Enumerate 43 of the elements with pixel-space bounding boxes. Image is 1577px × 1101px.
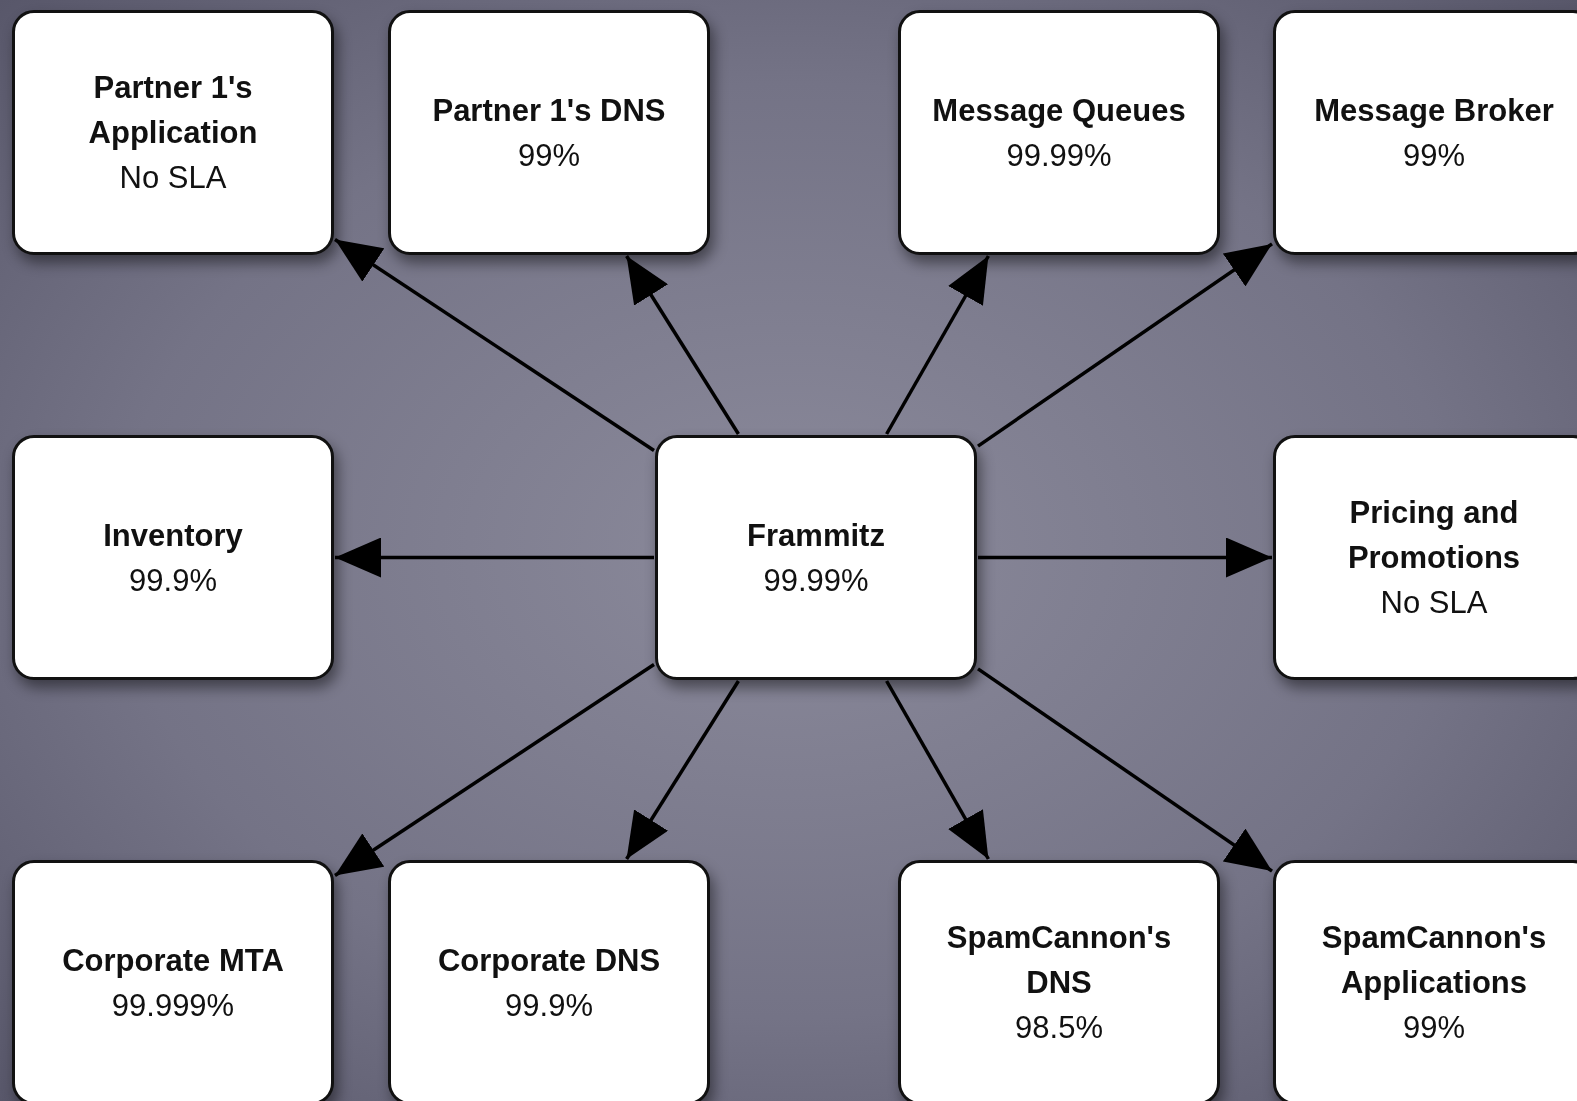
arrow <box>885 680 990 860</box>
sla-value: 99% <box>1402 136 1465 175</box>
arrow <box>334 238 655 452</box>
service-name: Corporate DNS <box>437 941 661 980</box>
service-box <box>1273 10 1577 255</box>
service-name: Partner 1's Application <box>87 69 259 152</box>
sla-value: 99.99% <box>1006 136 1112 175</box>
service-box <box>898 860 1220 1101</box>
arrow <box>335 537 654 578</box>
service-name: SpamCannon's DNS <box>945 919 1173 1002</box>
arrow <box>977 667 1273 873</box>
service-box <box>12 435 334 680</box>
service-box <box>1273 860 1577 1101</box>
service-name: Inventory <box>103 516 243 555</box>
arrow <box>978 537 1272 578</box>
sla-value: 99% <box>1402 1009 1465 1047</box>
sla-value: 99.9% <box>505 986 593 1025</box>
service-name: Pricing and Promotions <box>1346 494 1522 577</box>
arrow <box>334 663 655 877</box>
sla-value: 98.5% <box>1015 1009 1103 1047</box>
service-box <box>1273 435 1577 680</box>
sla-value: No SLA <box>119 159 227 197</box>
service-name: SpamCannon's Applications <box>1320 919 1548 1002</box>
service-name: Partner 1's DNS <box>432 91 666 130</box>
arrow <box>977 242 1273 448</box>
sla-value: 99% <box>517 136 580 175</box>
sla-value: No SLA <box>1380 584 1488 622</box>
service-name: Message Broker <box>1314 91 1554 130</box>
service-name: Frammitz <box>747 516 885 555</box>
sla-value: 99.999% <box>111 986 235 1025</box>
service-box <box>388 860 710 1101</box>
service-name: Corporate MTA <box>62 941 284 980</box>
service-box <box>12 10 334 255</box>
service-box <box>388 10 710 255</box>
sla-value: 99.9% <box>129 561 217 600</box>
service-name: Message Queues <box>932 91 1186 130</box>
sla-value: 99.99% <box>763 561 869 600</box>
arrow <box>625 255 740 435</box>
arrow <box>885 255 990 435</box>
service-box <box>898 10 1220 255</box>
service-box <box>12 860 334 1101</box>
service-box <box>655 435 977 680</box>
arrow <box>625 680 740 860</box>
